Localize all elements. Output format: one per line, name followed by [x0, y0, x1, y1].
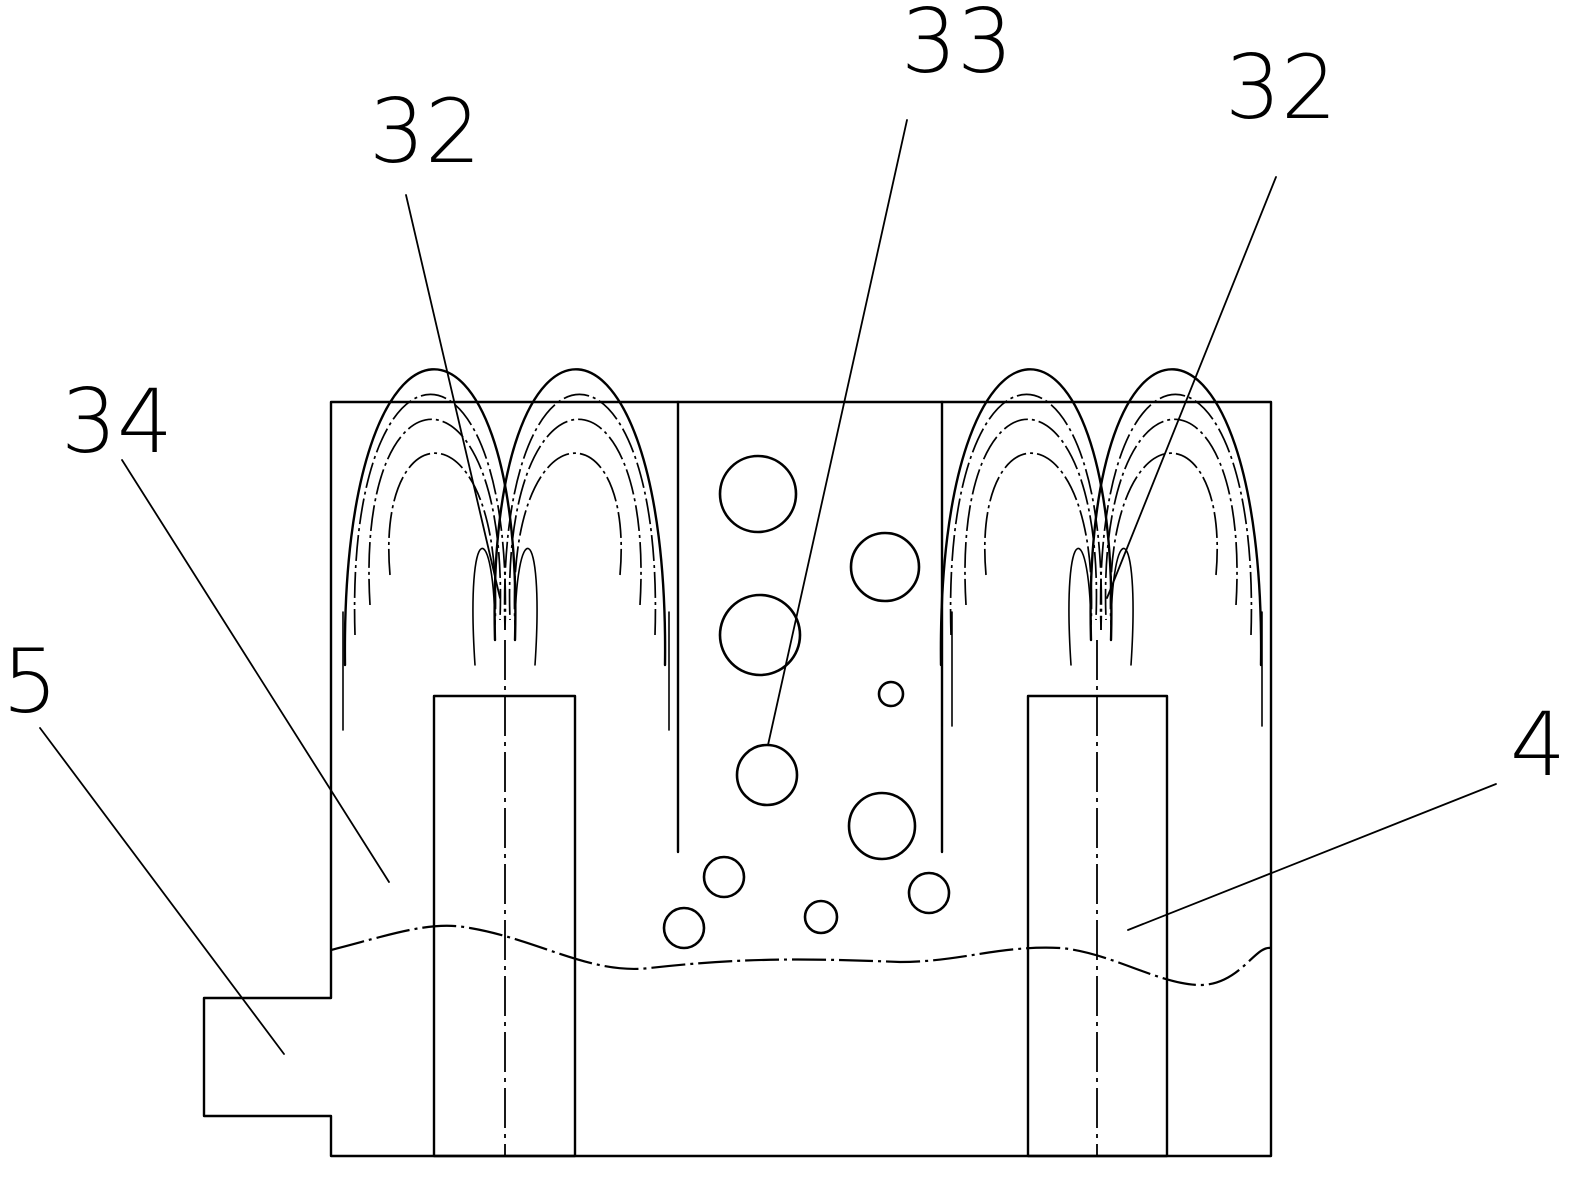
- right-spray-pattern: [939, 368, 1263, 727]
- bubble: [718, 593, 802, 677]
- leader-line-32-left: [405, 194, 501, 599]
- label-5: 5: [2, 630, 58, 733]
- leader-line-34: [121, 459, 390, 883]
- label-4: 4: [1510, 693, 1566, 796]
- label-34: 34: [61, 370, 173, 473]
- bubbles: [662, 454, 951, 950]
- leader-line-5: [39, 727, 285, 1055]
- bubble: [735, 743, 799, 807]
- bubble: [662, 906, 706, 950]
- bubble: [847, 791, 917, 861]
- bubble: [718, 454, 798, 534]
- leader-line-4: [1127, 783, 1497, 931]
- bubble: [702, 855, 746, 899]
- bubble: [849, 531, 921, 603]
- liquid-surface-line: [330, 924, 1272, 987]
- label-33: 33: [901, 0, 1013, 93]
- label-32-left: 32: [369, 80, 481, 183]
- bubble: [803, 899, 839, 935]
- left-spray-pattern: [342, 368, 670, 731]
- housing-outline: [202, 400, 1273, 1158]
- bubble: [907, 871, 951, 915]
- label-32-right: 32: [1225, 36, 1337, 139]
- bubble: [877, 680, 905, 708]
- leader-line-33: [767, 119, 908, 746]
- leader-line-32-right: [1106, 176, 1277, 599]
